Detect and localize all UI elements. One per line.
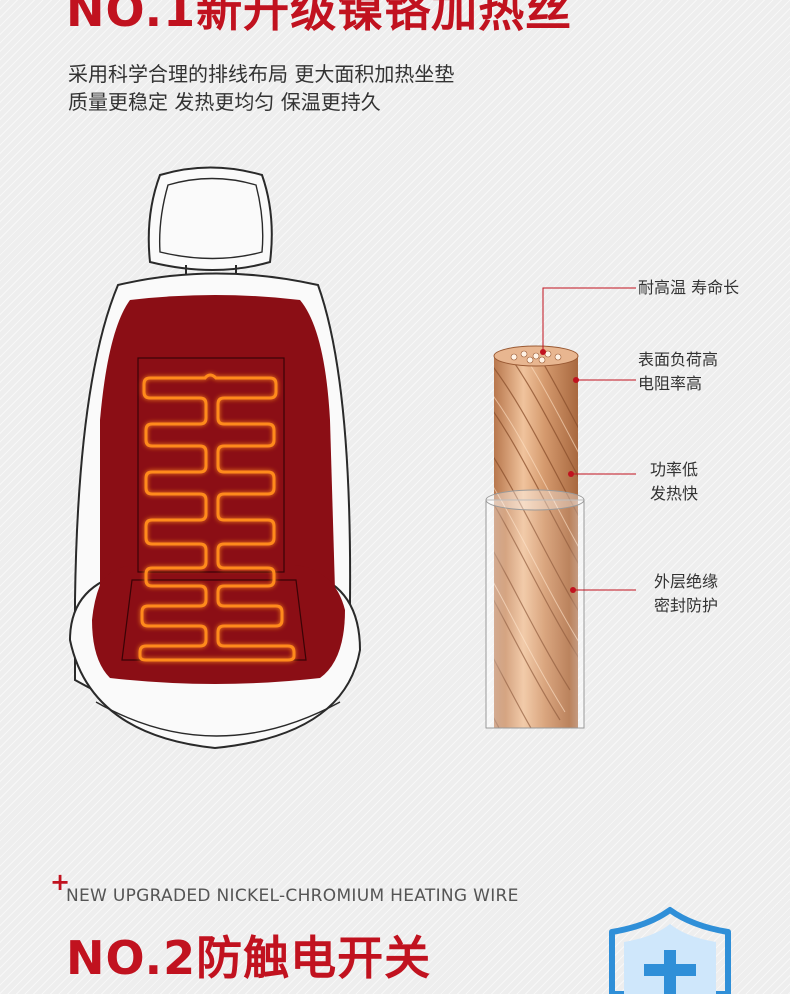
shield-plus-icon [609, 907, 731, 994]
heating-wire-left [138, 376, 214, 662]
callout-text: 功率低 [649, 460, 698, 479]
plus-icon: + [50, 868, 71, 896]
callout-text: 发热快 [649, 484, 698, 503]
section2-title: NO.2防触电开关 [66, 931, 432, 985]
callout-low-power: 功率低 发热快 [640, 458, 708, 506]
subtitle-line: 采用科学合理的排线布局 更大面积加热坐垫 [68, 62, 455, 86]
section1-title: NO.1新升级镍铬加热丝 [66, 0, 573, 37]
section1-subtitle: 采用科学合理的排线布局 更大面积加热坐垫 质量更稳定 发热更均匀 保温更持久 [68, 60, 454, 116]
callout-text: 外层绝缘 [653, 572, 718, 591]
callout-insulation: 外层绝缘 密封防护 [640, 570, 732, 618]
heating-wire-cable-illustration [485, 345, 585, 729]
callout-leaders [542, 287, 636, 591]
callout-text: 耐高温 寿命长 [638, 278, 740, 297]
subtitle-line: 质量更稳定 发热更均匀 保温更持久 [68, 90, 381, 114]
english-subtitle: NEW UPGRADED NICKEL-CHROMIUM HEATING WIR… [66, 886, 519, 906]
car-seat-illustration [68, 166, 362, 750]
callout-text: 电阻率高 [638, 374, 703, 393]
heating-wire-right [210, 376, 296, 662]
callout-dots [540, 349, 579, 593]
callout-text: 表面负荷高 [638, 350, 719, 369]
callout-heat-resistance: 耐高温 寿命长 [638, 276, 739, 300]
callout-surface-load: 表面负荷高 电阻率高 [638, 348, 718, 396]
callout-text: 密封防护 [653, 596, 718, 615]
